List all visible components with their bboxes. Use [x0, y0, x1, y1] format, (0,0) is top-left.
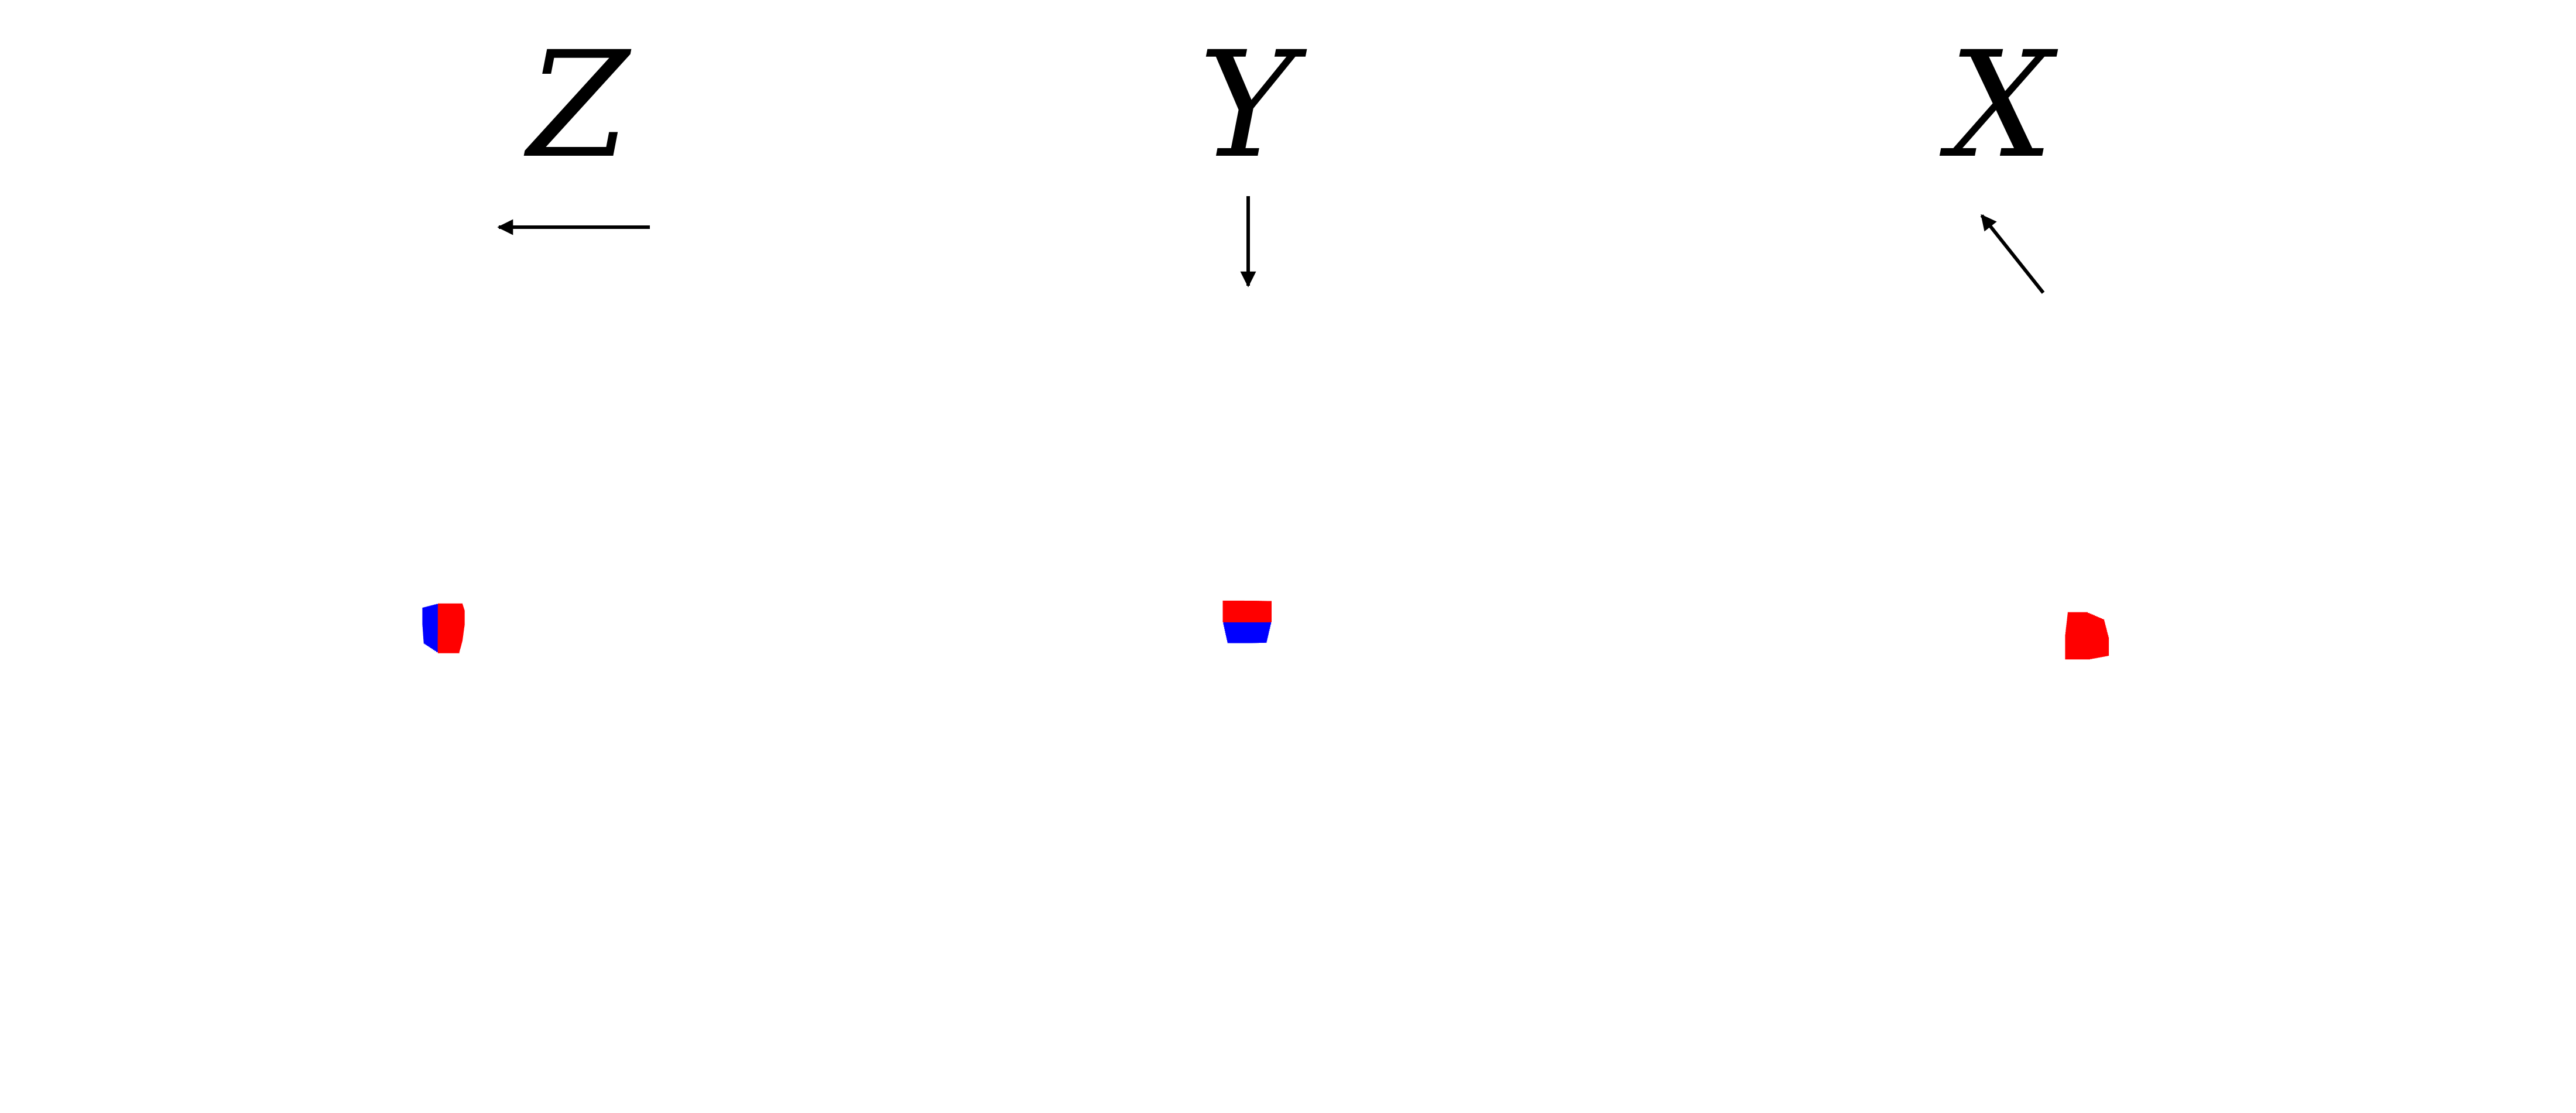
- direction-arrow-up-left-icon: [1980, 214, 2045, 294]
- surface-site-marker: [1222, 600, 1245, 622]
- lattice-cube-view-x: [2065, 612, 2109, 660]
- surface-site-marker: [438, 603, 463, 628]
- lattice-cube-view-z: [422, 603, 465, 653]
- view-label-z: Z: [527, 20, 629, 190]
- view-label-y: Y: [1198, 20, 1296, 190]
- lattice-cube-view-y: [1222, 600, 1272, 643]
- view-label-x: X: [1949, 20, 2053, 190]
